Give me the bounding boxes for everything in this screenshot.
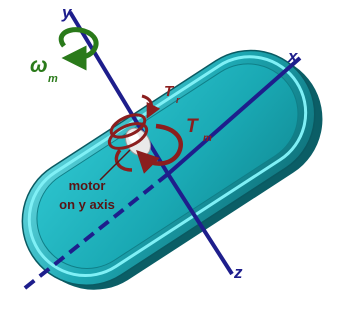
y-axis-label: y [62,3,72,22]
torque-m-subscript: m [203,133,212,144]
torque-r-label: T [164,83,174,100]
z-axis [166,172,234,276]
torque-m-arrow-icon [114,123,183,174]
motor-note: motor on y axis [44,176,130,214]
y-axis [68,10,170,176]
motor-note-line2: on y axis [59,197,115,212]
x-axis [166,56,302,176]
torque-r-subscript: r [176,95,180,105]
torque-r-arrow-icon [107,94,161,150]
motor-note-line1: motor [68,178,106,193]
x-axis-label: x [288,47,298,66]
x-axis-dashed [18,172,170,294]
omega-label: ω [30,54,48,77]
motor-leader-line [99,149,131,181]
omega-rotation-arrow-icon [58,27,99,71]
omega-subscript: m [48,73,58,85]
z-axis-label: z [234,263,243,282]
torque-m-label: T [186,116,198,137]
